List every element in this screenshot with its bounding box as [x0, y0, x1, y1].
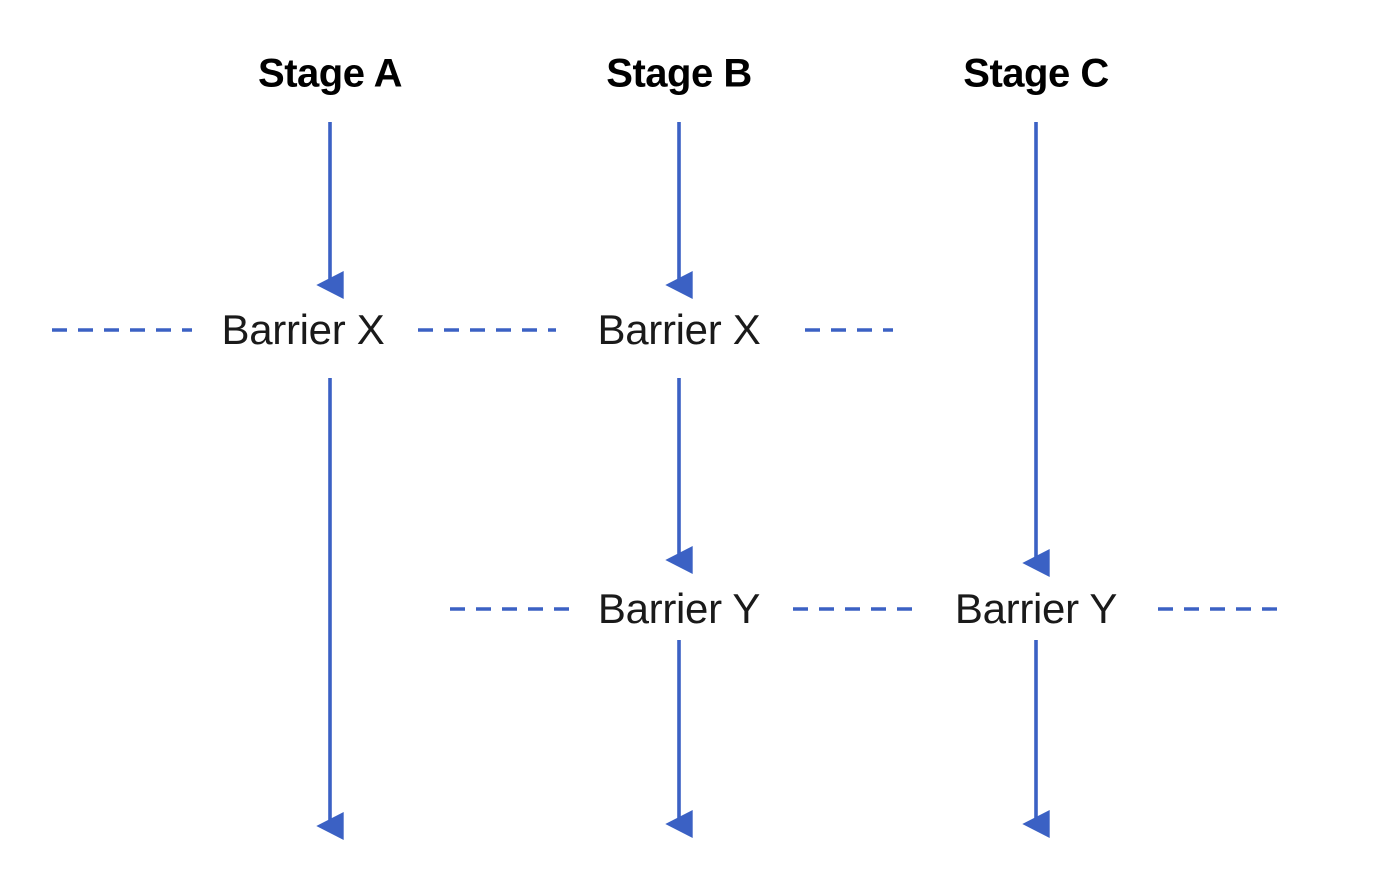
barrier-label-bx-a: Barrier X	[221, 306, 385, 353]
stage-label-a: Stage A	[258, 51, 402, 96]
arrow-group	[316, 122, 1050, 841]
stage-label-c: Stage C	[963, 51, 1109, 96]
barrier-label-by-b: Barrier Y	[597, 585, 761, 632]
barrier-label-bx-b: Barrier X	[597, 306, 761, 353]
dashed-connector-group	[52, 328, 1283, 611]
stage-label-b: Stage B	[606, 51, 752, 96]
barrier-label-by-c: Barrier Y	[954, 585, 1118, 632]
